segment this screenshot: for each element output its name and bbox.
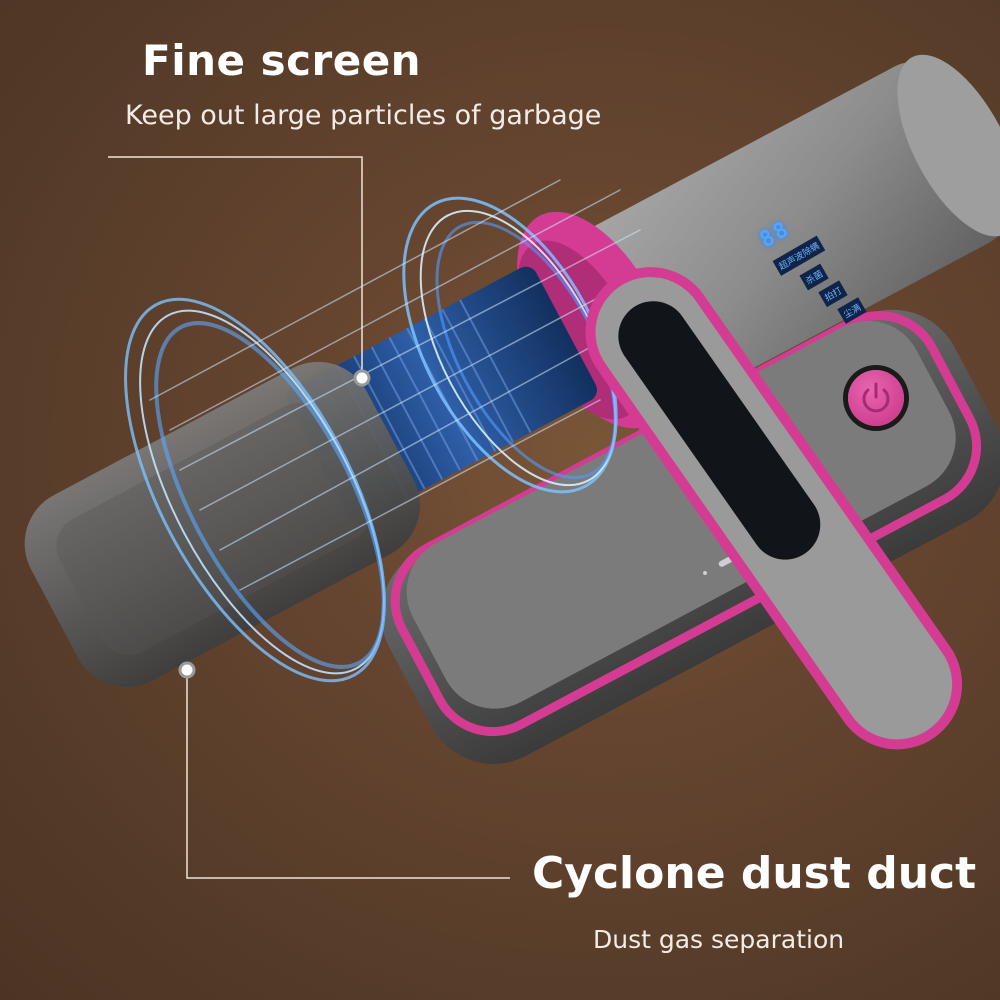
led-display: 88	[755, 216, 795, 254]
callout-title-fine-screen: Fine screen	[142, 36, 422, 85]
power-icon	[862, 382, 890, 413]
callout-subtitle-fine-screen: Keep out large particles of garbage	[125, 100, 602, 131]
mode-label-pat: 拍打	[818, 280, 848, 308]
handle	[585, 267, 963, 750]
mode-label-dust-full: 尘满	[837, 297, 867, 324]
base-plate	[381, 309, 1000, 764]
callout-title-cyclone: Cyclone dust duct	[532, 848, 977, 899]
power-button[interactable]	[848, 370, 904, 426]
mode-label-sterilize: 杀菌	[799, 263, 829, 291]
callout-subtitle-cyclone: Dust gas separation	[593, 925, 845, 954]
dust-cup	[24, 361, 421, 687]
